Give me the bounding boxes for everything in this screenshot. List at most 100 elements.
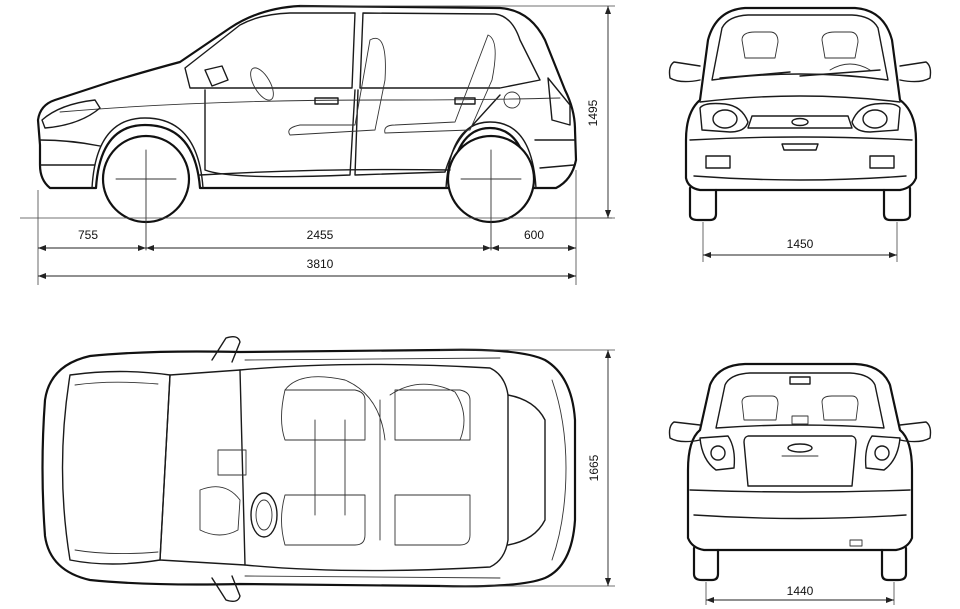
top-front-seat-lower bbox=[281, 494, 366, 546]
front-windshield bbox=[711, 14, 889, 81]
top-console-inner bbox=[255, 499, 273, 531]
front-wheel-center bbox=[115, 149, 177, 251]
side-steering-wheel bbox=[250, 67, 274, 101]
top-front-seat-upper bbox=[281, 389, 366, 441]
rear-track-dimension: 1440 bbox=[705, 582, 895, 605]
rear-taillight-right-lens bbox=[874, 445, 890, 461]
top-hood-crease-lower bbox=[74, 549, 159, 555]
top-rear-window bbox=[507, 394, 546, 546]
front-headlight-right-lens bbox=[862, 109, 888, 129]
front-bumper bbox=[689, 136, 913, 141]
front-door-handle bbox=[314, 97, 339, 105]
rear-taillight-left bbox=[699, 435, 736, 471]
rear-door-handle bbox=[454, 97, 476, 105]
front-headlight-left bbox=[699, 102, 749, 133]
front-foglight-left bbox=[705, 155, 731, 169]
top-hood bbox=[61, 370, 171, 565]
front-track-label: 1450 bbox=[787, 237, 814, 251]
top-door-line-upper bbox=[244, 357, 501, 361]
rear-mirror-right bbox=[899, 421, 932, 443]
rear-headrest-center bbox=[791, 415, 809, 425]
front-headlight-right bbox=[851, 102, 901, 133]
side-rear-window bbox=[359, 12, 541, 89]
top-steering bbox=[199, 486, 241, 536]
rear-door-line bbox=[354, 89, 501, 176]
top-door-arc-front bbox=[284, 376, 386, 441]
rear-window bbox=[715, 372, 885, 429]
front-view bbox=[668, 6, 932, 222]
front-tyre-left bbox=[688, 186, 718, 222]
side-rear-seat bbox=[384, 34, 496, 134]
front-wipers bbox=[719, 69, 881, 79]
side-body-outline bbox=[36, 4, 578, 190]
top-view bbox=[41, 335, 577, 603]
side-front-window bbox=[184, 12, 356, 89]
rear-track-label: 1440 bbox=[787, 584, 814, 598]
width-dimension: 1665 bbox=[440, 349, 615, 587]
top-rear-seat-upper bbox=[394, 389, 471, 441]
front-bumper-lower bbox=[693, 175, 907, 181]
side-mirror bbox=[204, 65, 229, 87]
top-roof bbox=[239, 363, 509, 572]
side-headlight bbox=[41, 99, 101, 129]
rear-taillight-right bbox=[864, 435, 901, 471]
rear-headrest-right bbox=[821, 395, 859, 421]
top-rear-seat-lower bbox=[394, 494, 471, 546]
front-headlight-left-lens bbox=[712, 109, 738, 129]
front-lower-intake bbox=[781, 143, 819, 151]
overall-length-label: 3810 bbox=[307, 257, 334, 271]
side-front-bumper bbox=[39, 139, 101, 166]
width-label: 1665 bbox=[587, 454, 601, 481]
rear-mirror-left bbox=[668, 421, 701, 443]
rear-exhaust bbox=[849, 539, 863, 547]
front-foglight-right bbox=[869, 155, 895, 169]
rear-bumper bbox=[689, 489, 911, 520]
front-headrest-left bbox=[741, 31, 779, 59]
rear-tyre-right bbox=[880, 546, 908, 582]
side-sill bbox=[199, 168, 451, 176]
rear-overhang-label: 600 bbox=[524, 228, 544, 242]
side-dimensions: 755 2455 600 3810 1495 bbox=[37, 5, 615, 285]
front-mirror-right bbox=[899, 61, 932, 83]
wheelbase-label: 2455 bbox=[307, 228, 334, 242]
front-track-dimension: 1450 bbox=[702, 222, 898, 262]
side-fuel-cap bbox=[503, 91, 521, 109]
top-door-arc-rear bbox=[389, 383, 465, 441]
front-badge bbox=[791, 117, 809, 127]
front-hood-line bbox=[699, 95, 901, 103]
side-character-line bbox=[59, 97, 561, 113]
front-body-outline bbox=[684, 6, 918, 192]
top-mirror-upper bbox=[211, 335, 241, 363]
rear-tailgate bbox=[743, 435, 857, 487]
top-dash-left bbox=[217, 449, 247, 476]
front-wheel-arch bbox=[91, 117, 204, 189]
rear-spoiler bbox=[789, 376, 811, 385]
front-tyre-right bbox=[882, 186, 912, 222]
top-body-outline bbox=[41, 348, 577, 588]
side-rear-bumper bbox=[534, 139, 576, 169]
front-grille bbox=[747, 115, 853, 129]
front-mirror-left bbox=[668, 61, 701, 83]
top-mirror-lower bbox=[211, 575, 241, 603]
top-seat-rail bbox=[314, 399, 381, 541]
top-door-line-lower bbox=[244, 575, 501, 579]
rear-view bbox=[668, 362, 932, 582]
front-steering-wheel bbox=[829, 63, 871, 71]
top-windshield bbox=[159, 369, 246, 566]
front-headrest-right bbox=[821, 31, 859, 59]
rear-headrest-left bbox=[741, 395, 779, 421]
rear-badge bbox=[787, 443, 813, 453]
rear-taillight-left-lens bbox=[710, 445, 726, 461]
side-taillight bbox=[547, 77, 571, 126]
front-overhang-label: 755 bbox=[78, 228, 98, 242]
rear-tyre-left bbox=[692, 546, 720, 582]
side-front-seat bbox=[288, 37, 386, 136]
rear-body-outline bbox=[686, 362, 914, 552]
top-hood-crease-upper bbox=[74, 381, 159, 386]
top-console bbox=[250, 492, 278, 538]
front-door-line bbox=[204, 89, 356, 178]
top-rear-lip bbox=[551, 379, 567, 561]
side-view bbox=[20, 4, 612, 251]
height-label: 1495 bbox=[586, 99, 600, 126]
